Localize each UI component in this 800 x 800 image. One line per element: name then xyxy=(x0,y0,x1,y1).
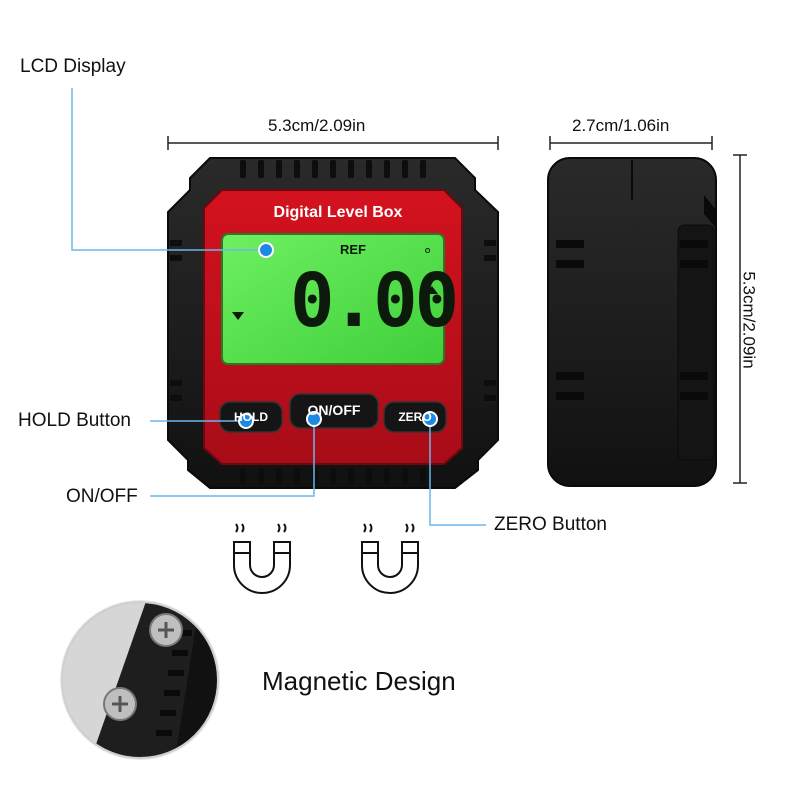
down-arrow-icon xyxy=(232,312,244,320)
lcd-callout-dot xyxy=(258,242,274,258)
zero-button[interactable]: ZERO xyxy=(398,410,432,424)
up-arrow-icon xyxy=(426,286,438,294)
ref-label: REF xyxy=(340,242,366,257)
onoff-label: ON/OFF xyxy=(66,486,138,507)
zero-button-label: ZERO Button xyxy=(494,514,607,535)
degree-symbol: ° xyxy=(424,245,432,265)
brand-label: Digital Level Box xyxy=(273,204,403,221)
screw-icon xyxy=(149,613,183,647)
magnetic-design-label: Magnetic Design xyxy=(262,666,456,696)
callout-lines xyxy=(71,88,486,526)
device-front xyxy=(167,157,499,489)
lcd-screen xyxy=(221,233,445,365)
lcd-display-label: LCD Display xyxy=(20,56,126,77)
magnetic-closeup xyxy=(60,600,220,760)
onoff-button[interactable]: ON/OFF xyxy=(307,402,361,418)
front-width-text: 5.3cm/2.09in xyxy=(268,116,366,135)
magnet-icon xyxy=(233,523,291,594)
screw-icon xyxy=(103,687,137,721)
front-width-dimension xyxy=(167,136,499,150)
side-width-text: 2.7cm/1.06in xyxy=(572,116,670,135)
lcd-reading: 0.00 xyxy=(290,258,459,344)
side-height-dimension xyxy=(733,154,747,484)
zero-callout-dot xyxy=(422,411,438,427)
hold-callout-dot xyxy=(238,413,254,429)
side-height-text: 5.3cm/2.09in xyxy=(739,271,759,369)
hold-button[interactable]: HOLD xyxy=(234,410,268,424)
hold-button-label: HOLD Button xyxy=(18,410,131,431)
magnet-icon xyxy=(361,523,419,594)
onoff-callout-dot xyxy=(306,411,322,427)
side-width-dimension xyxy=(549,136,713,150)
device-side xyxy=(547,157,717,487)
